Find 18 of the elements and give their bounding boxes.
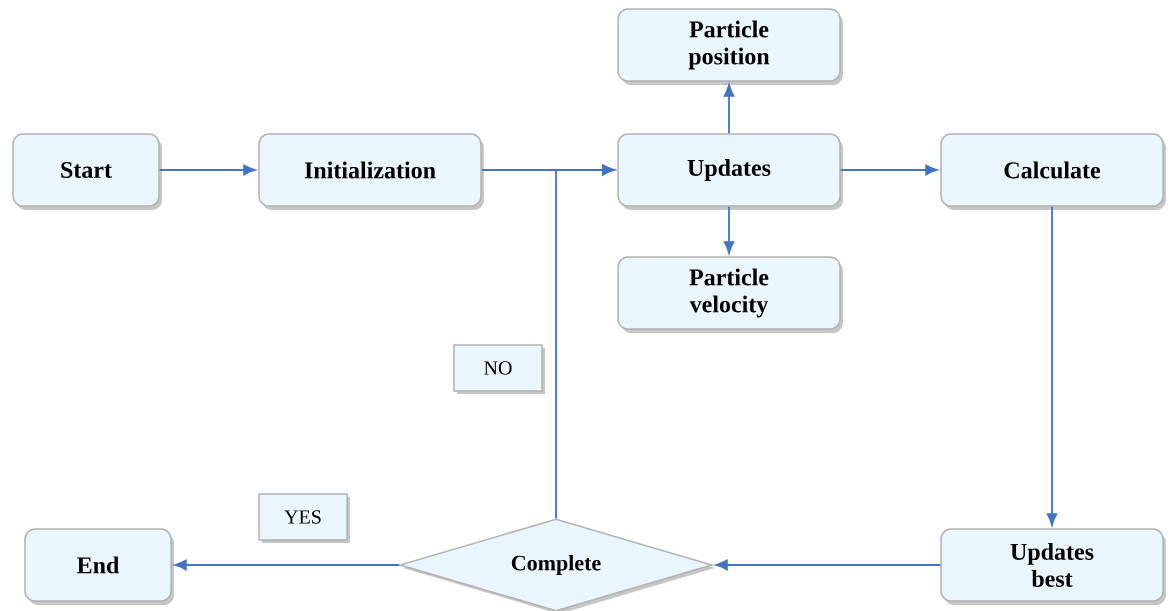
arrow: [174, 559, 401, 571]
arrow: [1046, 205, 1058, 526]
arrow: [555, 164, 615, 520]
arrow: [158, 164, 256, 176]
process-box: Particle velocity: [617, 256, 843, 333]
process-box: Updates best: [940, 528, 1166, 605]
process-box: Calculate: [940, 133, 1166, 210]
arrow: [723, 205, 735, 254]
answer-tag: NO: [453, 344, 545, 394]
arrow: [715, 559, 942, 571]
process-box: Initialization: [258, 133, 484, 210]
process-box: Particle position: [617, 8, 843, 85]
arrow: [723, 84, 735, 135]
process-box: Updates: [617, 133, 843, 210]
arrow: [839, 164, 938, 176]
answer-tag: YES: [258, 493, 350, 543]
process-box: Start: [12, 133, 162, 210]
process-box: End: [24, 528, 174, 605]
